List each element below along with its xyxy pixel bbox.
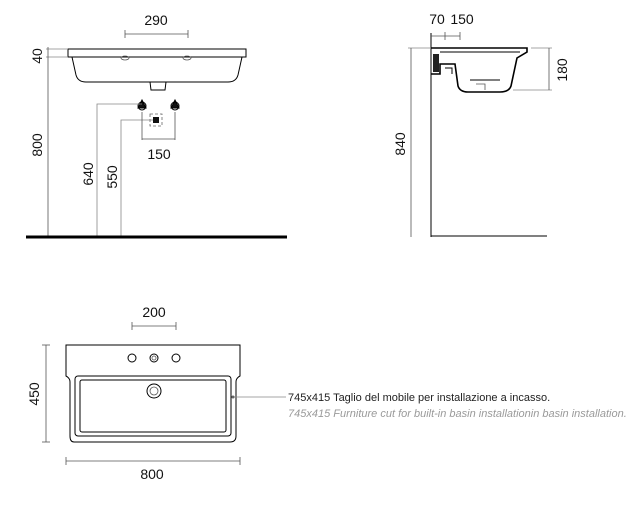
waste-fitting (153, 117, 159, 123)
dim-800-width: 800 (140, 466, 164, 482)
note-italian: 745x415 Taglio del mobile per installazi… (288, 392, 550, 404)
dim-200: 200 (142, 304, 166, 320)
dim-70: 70 (429, 11, 445, 27)
front-waste-outlet (149, 81, 167, 91)
dim-150-taps: 150 (147, 146, 171, 162)
dim-550: 550 (104, 165, 120, 189)
plan-view: 200 450 800 745x415 Taglio del mobile pe… (26, 304, 627, 482)
tap-fitting-right (170, 98, 180, 109)
front-basin-top (67, 48, 247, 58)
note-english: 745x415 Furniture cut for built-in basin… (288, 408, 627, 420)
plan-hole-right (171, 353, 181, 363)
plan-drain (146, 383, 162, 399)
front-tap-hole-left (120, 55, 130, 61)
dim-800-height: 800 (29, 133, 45, 157)
dim-840: 840 (392, 132, 408, 156)
dim-640: 640 (80, 162, 96, 186)
dim-150-side: 150 (450, 11, 474, 27)
front-basin-body (71, 56, 243, 83)
side-view: 70 150 180 840 (392, 11, 570, 237)
front-view: 290 40 800 640 550 150 (26, 12, 287, 239)
plan-hole-left (127, 353, 137, 363)
plan-hole-center (149, 353, 159, 363)
dim-290: 290 (144, 12, 168, 28)
front-tap-hole-right (182, 55, 192, 61)
side-basin-profile (431, 47, 528, 93)
dim-450: 450 (26, 382, 42, 406)
dim-40: 40 (29, 48, 45, 64)
plan-bowl (74, 375, 232, 437)
dim-180: 180 (554, 58, 570, 82)
plan-basin-outline (65, 344, 241, 443)
